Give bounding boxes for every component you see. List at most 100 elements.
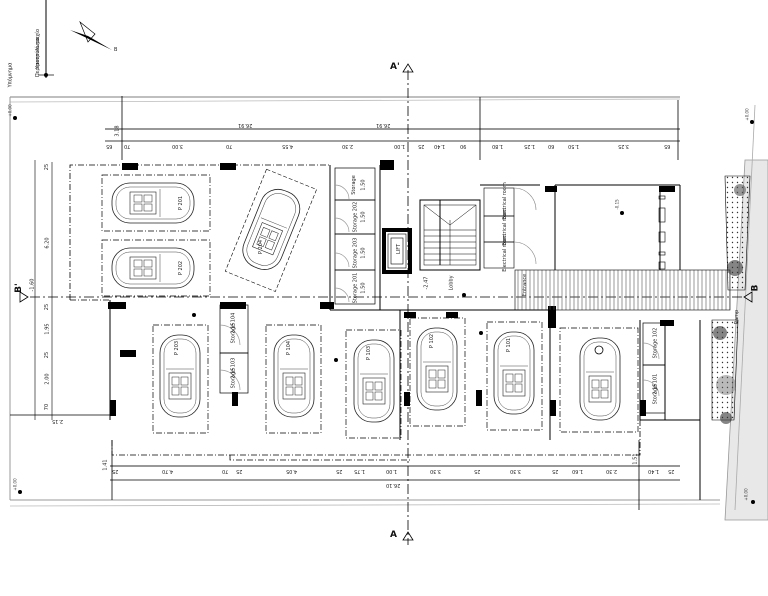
storage-area: 2.15 bbox=[652, 383, 659, 395]
dim-top-seg: 3.25 bbox=[618, 143, 630, 149]
stair bbox=[423, 204, 477, 266]
electrical-rooms bbox=[483, 187, 537, 269]
dimension-chain-bottom bbox=[110, 440, 680, 510]
storage-area: 2.15 bbox=[230, 367, 237, 379]
section-label-b: B bbox=[750, 284, 761, 292]
dim-top-seg: 3.00 bbox=[172, 143, 184, 149]
dim-bottom-seg: 25 bbox=[336, 468, 343, 474]
storage-mid-block bbox=[219, 304, 249, 394]
dim-left-base: 2.15 bbox=[52, 418, 64, 424]
parking-bay-p201 bbox=[101, 174, 211, 232]
dim-bottom-seg: 25 bbox=[552, 468, 559, 474]
parking-label-p101: P 101 bbox=[506, 337, 513, 353]
parking-label-p104: P 104 bbox=[286, 340, 293, 356]
dim-top-seg: 1.00 bbox=[394, 143, 406, 149]
dim-top-seg: 70 bbox=[124, 143, 131, 149]
dim-top-seg: 90 bbox=[460, 143, 467, 149]
parking-bay-p104 bbox=[265, 324, 322, 434]
dim-top-seg: 1.40 bbox=[434, 143, 446, 149]
dim-bottom-seg: 1.75 bbox=[354, 468, 366, 474]
lift-label: LIFT bbox=[396, 243, 403, 255]
parking-label-p204: P 204 bbox=[258, 239, 265, 255]
section-marker-b-left bbox=[19, 291, 29, 303]
dim-left-seg: 1.95 bbox=[44, 323, 51, 335]
section-label-a-prime: A' bbox=[390, 62, 400, 72]
dimension-chain-left bbox=[10, 160, 110, 420]
walls bbox=[109, 165, 701, 500]
storage-area: 1.50 bbox=[360, 247, 367, 259]
dimension-chain-top bbox=[105, 96, 680, 160]
level-bottom-left: +0.00 bbox=[12, 478, 18, 491]
dim-bottom-seg: 25 bbox=[236, 468, 243, 474]
dim-bottom-right-offset: 1.51 bbox=[632, 453, 639, 465]
dim-left-seg: 70 bbox=[44, 403, 51, 411]
parking-bay-p102 bbox=[409, 317, 466, 427]
dim-bottom-offset: 1.41 bbox=[102, 459, 109, 471]
dim-top-seg: 70 bbox=[226, 143, 233, 149]
dim-bottom-seg: 1.60 bbox=[572, 468, 584, 474]
lift bbox=[387, 233, 407, 269]
dim-bottom-seg: 3.30 bbox=[510, 468, 522, 474]
dim-bottom-seg: 1.40 bbox=[648, 468, 660, 474]
storage-right-block bbox=[642, 322, 666, 414]
entrance-label: Entrance bbox=[522, 273, 529, 297]
dim-bottom-seg: 25 bbox=[668, 468, 675, 474]
parking-label-p201: P 201 bbox=[178, 195, 185, 211]
columns bbox=[108, 160, 675, 416]
legend-item-column: Υποστύλωμα bbox=[34, 37, 41, 69]
parking-bay-p101 bbox=[486, 321, 543, 431]
dim-top-seg: 65 bbox=[664, 143, 671, 149]
parking-bay-p100-accessible bbox=[559, 327, 639, 433]
dim-bottom-seg: 1.00 bbox=[386, 468, 398, 474]
dim-bottom-seg: 25 bbox=[474, 468, 481, 474]
dim-top-seg: 1.25 bbox=[524, 143, 536, 149]
dim-top-offset: 3.18 bbox=[114, 125, 121, 137]
storage-label: Storage 202 bbox=[352, 201, 359, 233]
storage-label: Storage 203 bbox=[352, 237, 359, 269]
dim-left-seg: 6.20 bbox=[44, 237, 51, 249]
dim-top-seg: 25 bbox=[418, 143, 425, 149]
storage-label: Storage 102 bbox=[652, 327, 659, 359]
level-top-right: +0.00 bbox=[744, 108, 750, 121]
lobby-level: -2.47 bbox=[423, 276, 430, 290]
level-markers bbox=[13, 116, 755, 504]
parking-label-p102: P 102 bbox=[429, 333, 436, 349]
dim-left-seg: 25 bbox=[44, 351, 51, 359]
dim-top-seg: 1.50 bbox=[568, 143, 580, 149]
level-bottom-right: +0.00 bbox=[743, 488, 749, 501]
section-marker-b-right bbox=[743, 291, 753, 303]
parking-label-p203: P 203 bbox=[174, 340, 181, 356]
dim-top-overall: 26.91 bbox=[238, 122, 253, 128]
north-arrow-icon bbox=[70, 20, 112, 50]
dim-bottom-seg: 25 bbox=[112, 468, 119, 474]
window-marks bbox=[658, 195, 666, 270]
legend bbox=[38, 0, 54, 78]
dim-left-seg: 25 bbox=[44, 303, 51, 311]
dim-bottom-seg: 4.70 bbox=[162, 468, 174, 474]
parking-label-p202: P 202 bbox=[178, 260, 185, 276]
section-level-left: -1.60 bbox=[29, 278, 36, 292]
section-label-a: A bbox=[390, 530, 397, 540]
parking-bay-p103 bbox=[345, 329, 402, 439]
storage-label: Storage 201 bbox=[352, 272, 359, 304]
dim-bottom-overall: 26.10 bbox=[386, 482, 401, 488]
dim-bottom-seg: 4.05 bbox=[286, 468, 298, 474]
dim-left-seg: 2.00 bbox=[44, 373, 51, 385]
lobby-label: Lobby bbox=[448, 275, 455, 291]
dim-top-seg: 2.30 bbox=[342, 143, 354, 149]
dim-top-overall-2: 26.91 bbox=[376, 122, 391, 128]
dim-left-seg: 25 bbox=[44, 163, 51, 171]
storage-top-block bbox=[334, 167, 376, 305]
north-label: B bbox=[114, 47, 118, 53]
planter-upper bbox=[724, 175, 751, 291]
dim-top-seg: 60 bbox=[548, 143, 555, 149]
dim-top-seg: 4.55 bbox=[282, 143, 294, 149]
storage-area: 1.50 bbox=[360, 282, 367, 294]
storage-area: 1.50 bbox=[360, 211, 367, 223]
storage-area: 2.15 bbox=[230, 322, 237, 334]
dim-top-seg: 65 bbox=[106, 143, 113, 149]
section-marker-a-bottom bbox=[402, 531, 414, 541]
level-top-left: +0.00 bbox=[7, 104, 13, 117]
legend-title: Υπόμνημα bbox=[7, 62, 14, 88]
dim-bottom-seg: 70 bbox=[222, 468, 229, 474]
